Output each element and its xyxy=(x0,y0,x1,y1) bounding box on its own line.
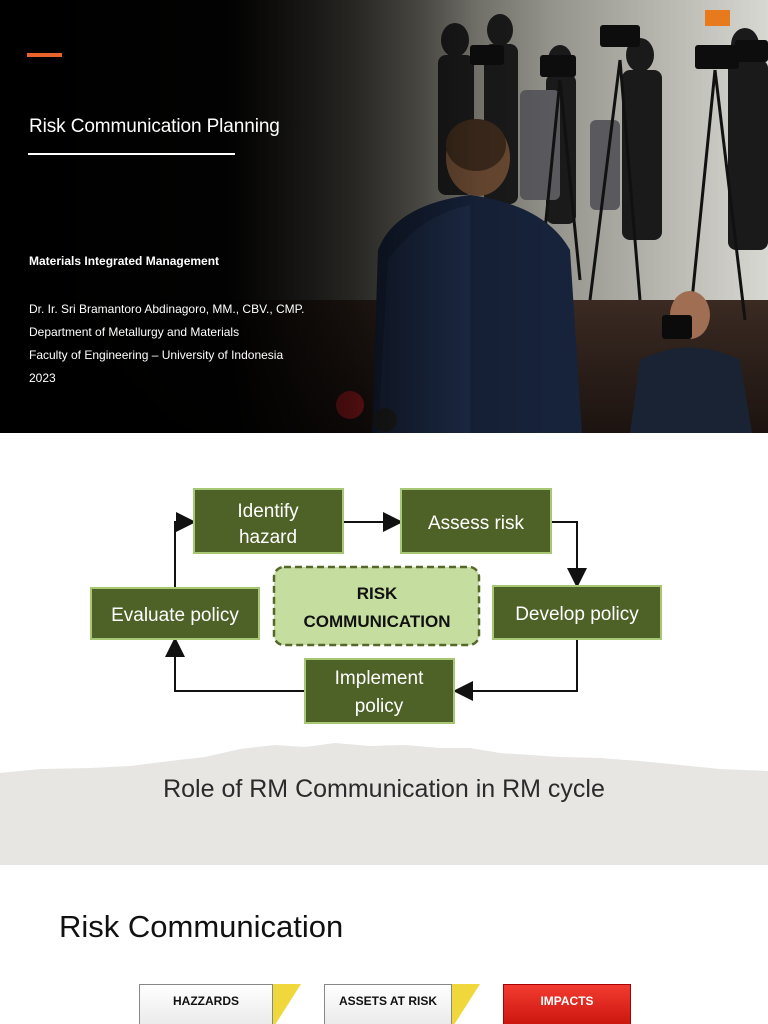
svg-text:Identify: Identify xyxy=(237,501,299,522)
yellow-wedge xyxy=(273,984,301,1024)
svg-text:Develop policy: Develop policy xyxy=(515,604,639,625)
year: 2023 xyxy=(29,371,56,385)
title-slide: Risk Communication Planning Materials In… xyxy=(0,0,768,433)
node-implement-policy: Implement policy xyxy=(304,658,455,724)
slide-caption: Role of RM Communication in RM cycle xyxy=(163,775,605,803)
accent-bar xyxy=(27,53,62,57)
author-info: Dr. Ir. Sri Bramantoro Abdinagoro, MM., … xyxy=(29,298,304,390)
node-identify-hazard: Identify hazard xyxy=(193,488,344,554)
arrow-implement-to-evaluate xyxy=(165,637,305,692)
risk-communication-slide: Risk Communication HAZZARDS ASSETS AT RI… xyxy=(0,865,768,1024)
hazards-box: HAZZARDS xyxy=(139,984,273,1024)
node-risk-communication: RISK COMMUNICATION xyxy=(272,565,481,647)
assets-at-risk-box: ASSETS AT RISK xyxy=(324,984,452,1024)
node-assess-risk: Assess risk xyxy=(400,488,552,554)
author-name: Dr. Ir. Sri Bramantoro Abdinagoro, MM., … xyxy=(29,302,305,316)
rm-cycle-diagram: Identify hazard Assess risk Develop poli… xyxy=(0,488,768,865)
svg-text:Assess risk: Assess risk xyxy=(428,513,525,534)
slide-heading: Risk Communication xyxy=(59,909,344,944)
arrow-develop-to-implement xyxy=(453,639,578,701)
node-evaluate-policy: Evaluate policy xyxy=(90,587,260,640)
caption-band xyxy=(0,743,768,865)
department: Department of Metallurgy and Materials xyxy=(29,325,240,339)
arrow-evaluate-to-identify xyxy=(174,512,196,588)
svg-text:COMMUNICATION: COMMUNICATION xyxy=(304,612,451,631)
svg-text:policy: policy xyxy=(355,696,404,717)
impacts-box: IMPACTS xyxy=(503,984,631,1024)
slide-title: Risk Communication Planning xyxy=(29,116,280,137)
svg-text:RISK: RISK xyxy=(357,584,398,603)
node-develop-policy: Develop policy xyxy=(492,585,662,640)
svg-text:Implement: Implement xyxy=(335,668,424,689)
title-underline xyxy=(28,153,235,155)
yellow-wedge xyxy=(452,984,480,1024)
svg-text:Evaluate policy: Evaluate policy xyxy=(111,605,239,626)
rm-cycle-slide: Identify hazard Assess risk Develop poli… xyxy=(0,433,768,865)
arrow-assess-to-develop xyxy=(551,521,587,588)
svg-text:hazard: hazard xyxy=(239,527,297,548)
faculty: Faculty of Engineering – University of I… xyxy=(29,348,284,362)
course-name: Materials Integrated Management xyxy=(29,254,220,268)
